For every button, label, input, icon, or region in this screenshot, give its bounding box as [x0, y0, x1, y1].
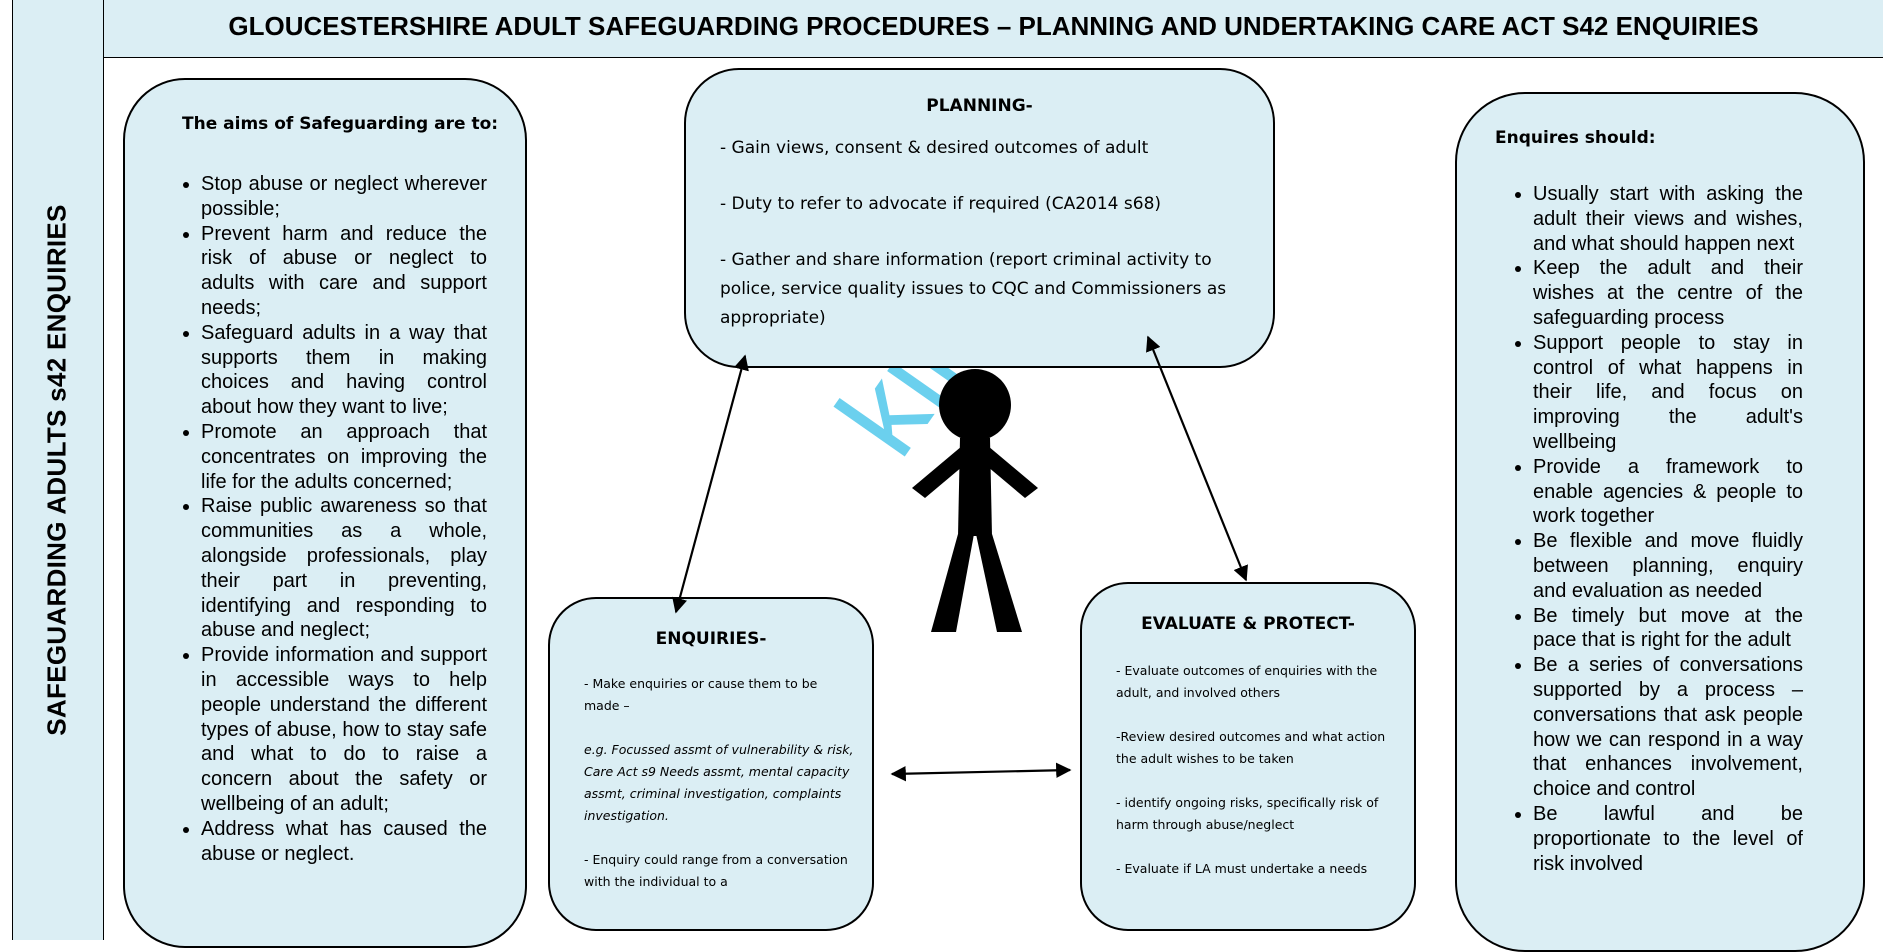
planning-heading: PLANNING- — [926, 96, 1033, 116]
enquires-should-item: Keep the adult and their wishes at the c… — [1533, 256, 1803, 330]
header-band: GLOUCESTERSHIRE ADULT SAFEGUARDING PROCE… — [104, 0, 1883, 58]
aims-item: Safeguard adults in a way that supports … — [201, 321, 487, 420]
evaluate-box: EVALUATE & PROTECT- - Evaluate outcomes … — [1080, 582, 1416, 931]
enquires-should-item: Usually start with asking the adult thei… — [1533, 182, 1803, 256]
evaluate-line: -Review desired outcomes and what action… — [1116, 729, 1386, 766]
evaluate-line: - Evaluate if LA must undertake a needs — [1116, 861, 1368, 876]
side-title: SAFEGUARDING ADULTS s42 ENQUIRIES — [41, 204, 72, 736]
enquires-should-box: Enquires should: Usually start with aski… — [1455, 92, 1865, 952]
planning-line: - Gain views, consent & desired outcomes… — [720, 138, 1149, 158]
enquiries-box: ENQUIRIES- - Make enquiries or cause the… — [548, 597, 874, 931]
planning-box: PLANNING- - Gain views, consent & desire… — [684, 68, 1275, 368]
aims-item: Provide information and support in acces… — [201, 643, 487, 817]
planning-line: - Gather and share information (report c… — [720, 250, 1227, 328]
enquires-should-item: Be timely but move at the pace that is r… — [1533, 604, 1803, 654]
aims-item: Prevent harm and reduce the risk of abus… — [201, 222, 487, 321]
aims-heading: The aims of Safeguarding are to: — [182, 114, 499, 134]
enquires-should-item: Be lawful and be proportionate to the le… — [1533, 802, 1803, 876]
aims-item: Raise public awareness so that communiti… — [201, 494, 487, 643]
aims-list: Stop abuse or neglect wherever possible;… — [163, 172, 487, 866]
aims-box: The aims of Safeguarding are to: Stop ab… — [123, 78, 527, 948]
enquiries-heading: ENQUIRIES- — [655, 629, 767, 649]
enquires-should-list: Usually start with asking the adult thei… — [1495, 182, 1803, 876]
aims-item: Address what has caused the abuse or neg… — [201, 817, 487, 867]
enquires-should-item: Support people to stay in control of wha… — [1533, 331, 1803, 455]
evaluate-heading: EVALUATE & PROTECT- — [1141, 614, 1355, 634]
arrow-enquiries-evaluate — [890, 762, 1072, 782]
enquires-should-item: Be a series of conversations supported b… — [1533, 653, 1803, 802]
enquires-should-heading: Enquires should: — [1495, 128, 1656, 148]
enquiries-line: - Make enquiries or cause them to be mad… — [584, 676, 818, 713]
arrow-planning-evaluate — [1146, 335, 1248, 582]
evaluate-line: - Evaluate outcomes of enquiries with th… — [1116, 663, 1378, 700]
planning-line: - Duty to refer to advocate if required … — [720, 194, 1162, 214]
evaluate-line: - identify ongoing risks, specifically r… — [1116, 795, 1379, 832]
aims-item: Stop abuse or neglect wherever possible; — [201, 172, 487, 222]
arrow-planning-enquiries — [672, 354, 749, 614]
side-band: SAFEGUARDING ADULTS s42 ENQUIRIES — [12, 0, 104, 940]
enquiries-line: - Enquiry could range from a conversatio… — [584, 852, 848, 889]
enquires-should-item: Provide a framework to enable agencies &… — [1533, 455, 1803, 529]
enquires-should-item: Be flexible and move fluidly between pla… — [1533, 529, 1803, 603]
enquiries-example: e.g. Focussed assmt of vulnerability & r… — [584, 742, 854, 823]
page-title: GLOUCESTERSHIRE ADULT SAFEGUARDING PROCE… — [228, 11, 1759, 41]
aims-item: Promote an approach that concentrates on… — [201, 420, 487, 494]
